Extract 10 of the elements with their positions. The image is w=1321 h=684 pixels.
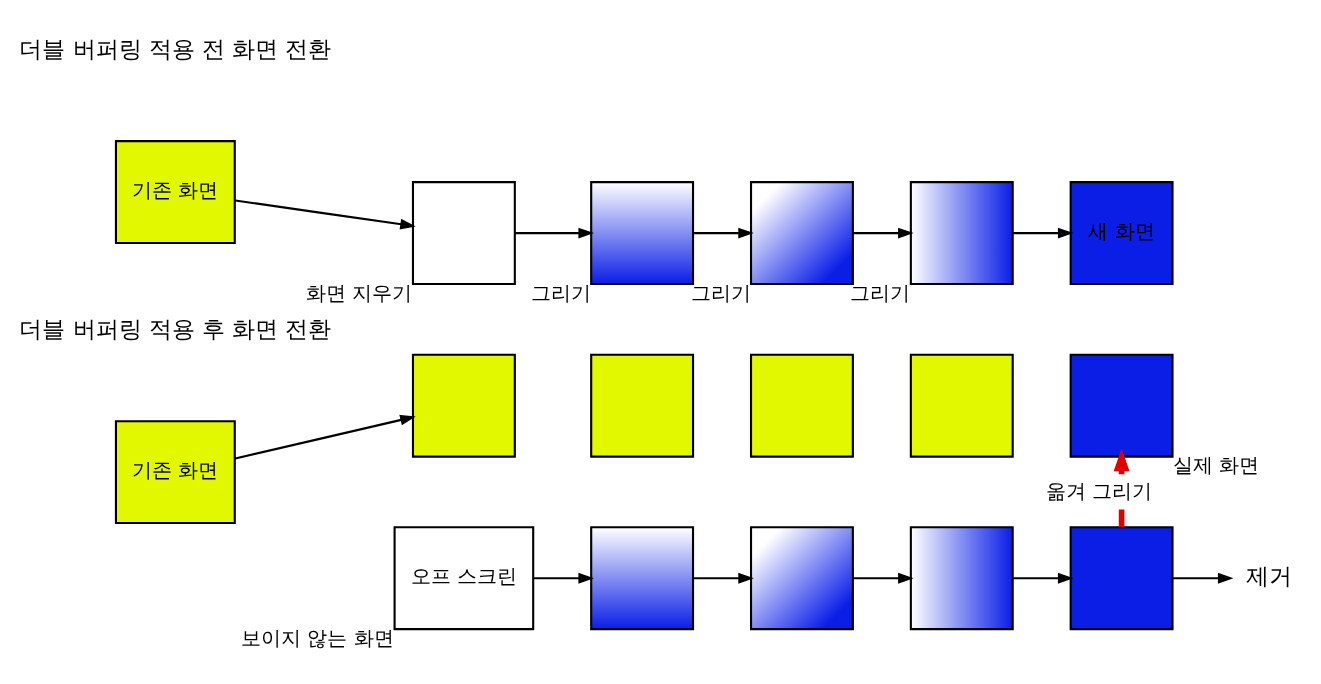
edge-label: 옮겨 그리기 — [1045, 479, 1153, 503]
label: 더블 버퍼링 적용 후 화면 전환 — [19, 316, 332, 343]
node-label: 그리기 — [530, 281, 591, 305]
node-label: 화면 지우기 — [306, 281, 413, 305]
node-label: 보이지 않는 화면 — [241, 626, 394, 650]
node-label: 그리기 — [690, 281, 751, 305]
node-label: 그리기 — [850, 281, 911, 305]
node-text: 제거 — [1245, 562, 1292, 589]
node-label: 실제 화면 — [1173, 454, 1260, 478]
label: 더블 버퍼링 적용 전 화면 전환 — [19, 36, 332, 63]
